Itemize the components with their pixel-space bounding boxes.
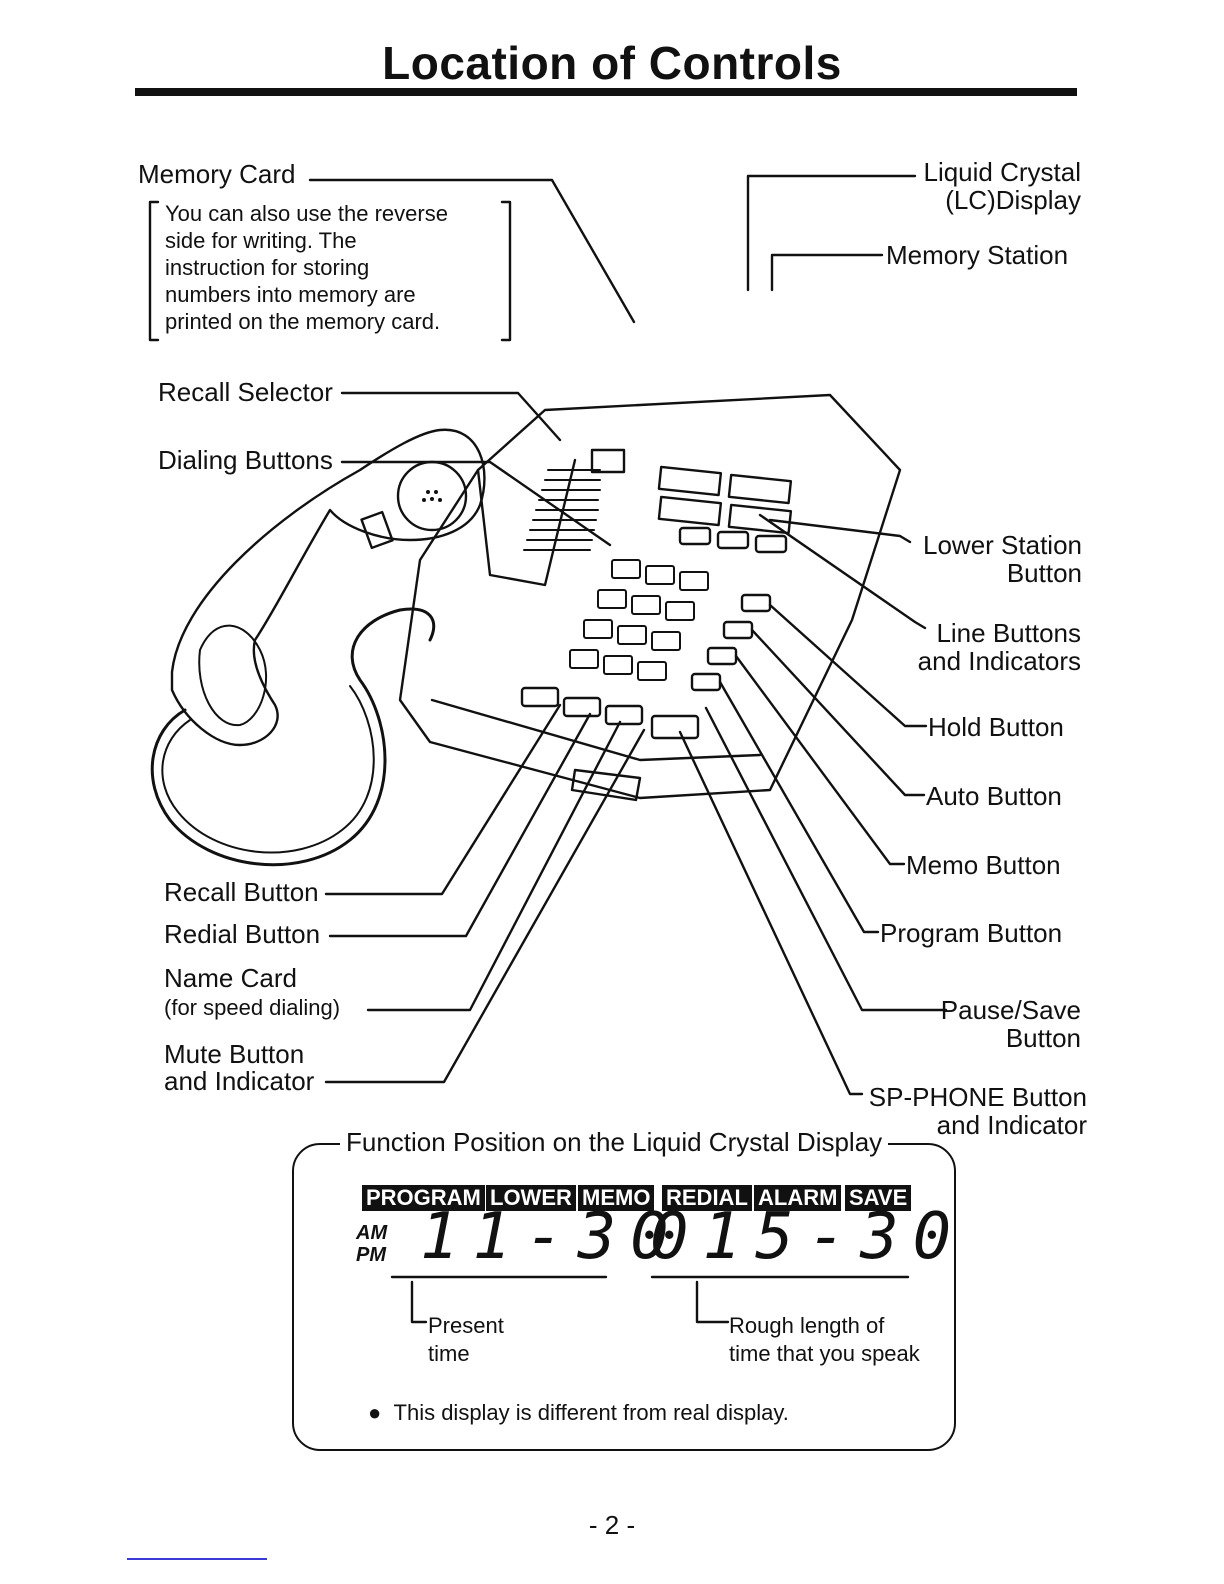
note-line: You can also use the reverse: [165, 201, 448, 226]
line-buttons-label-line2: and Indicators: [917, 646, 1081, 676]
lcd-am-indicator: AM: [356, 1222, 388, 1244]
rough-length-label: Rough length of time that you speak: [729, 1312, 920, 1368]
line-buttons-label: Line Buttons and Indicators: [918, 619, 1081, 675]
lcd-speak-time-digits: 015-30: [650, 1200, 966, 1274]
present-time-label-line2: time: [428, 1341, 470, 1366]
sp-phone-label-line2: and Indicator: [936, 1110, 1087, 1140]
display-note: ● This display is different from real di…: [368, 1400, 789, 1426]
note-line: printed on the memory card.: [165, 309, 441, 334]
lcd-present-time-digits: 11-30: [420, 1200, 683, 1274]
memory-card-note: You can also use the reverse side for wr…: [165, 200, 495, 335]
title-rule: [135, 88, 1077, 96]
lcd-tag-alarm: ALARM: [754, 1185, 842, 1211]
dialing-buttons-label: Dialing Buttons: [158, 445, 333, 475]
hold-button-label: Hold Button: [928, 712, 1064, 742]
pause-save-label-line2: Button: [1005, 1023, 1081, 1053]
memory-card-label: Memory Card: [138, 159, 296, 189]
pause-save-label-line1: Pause/Save: [940, 995, 1081, 1025]
present-time-label: Present time: [428, 1312, 504, 1368]
lcd-tag-redial: REDIAL: [662, 1185, 752, 1211]
note-line: side for writing. The: [165, 228, 357, 253]
bullet-icon: ●: [368, 1400, 394, 1425]
name-card-sub-label: (for speed dialing): [164, 995, 341, 1020]
display-note-text: This display is different from real disp…: [393, 1400, 789, 1425]
auto-button-label: Auto Button: [926, 781, 1062, 811]
page-title: Location of Controls: [382, 37, 842, 89]
mute-indicator-label: and Indicator: [164, 1066, 315, 1096]
lc-display-label-line1: Liquid Crystal: [923, 157, 1081, 187]
program-button-label: Program Button: [880, 918, 1063, 948]
recall-selector-label: Recall Selector: [158, 377, 333, 407]
lcd-tag-program: PROGRAM: [362, 1185, 485, 1211]
rough-length-label-line1: Rough length of: [729, 1313, 885, 1338]
lc-display-label: Liquid Crystal (LC)Display: [923, 158, 1081, 214]
pause-save-label: Pause/Save Button: [941, 996, 1081, 1052]
lcd-tag-memo: MEMO: [578, 1185, 655, 1211]
present-time-label-line1: Present: [428, 1313, 504, 1338]
lower-station-label-line2: Button: [1006, 558, 1082, 588]
lcd-tag-save: SAVE: [845, 1185, 912, 1211]
lcd-panel-heading: Function Position on the Liquid Crystal …: [340, 1127, 889, 1158]
sp-phone-label-line1: SP-PHONE Button: [868, 1082, 1087, 1112]
footer-link-line: [127, 1558, 267, 1560]
rough-length-label-line2: time that you speak: [729, 1341, 920, 1366]
lower-station-label: Lower Station Button: [923, 531, 1082, 587]
note-line: numbers into memory are: [165, 282, 416, 307]
lower-station-label-line1: Lower Station: [923, 530, 1082, 560]
memory-station-label: Memory Station: [886, 240, 1069, 270]
lcd-tag-lower: LOWER: [486, 1185, 576, 1211]
redial-button-label: Redial Button: [164, 919, 321, 949]
lcd-pm-indicator: PM: [356, 1244, 386, 1266]
note-line: instruction for storing: [165, 255, 370, 280]
recall-button-label: Recall Button: [164, 877, 319, 907]
lc-display-label-line2: (LC)Display: [945, 185, 1081, 215]
memo-button-label: Memo Button: [906, 850, 1061, 880]
sp-phone-label: SP-PHONE Button and Indicator: [869, 1083, 1087, 1139]
name-card-label: Name Card: [164, 963, 297, 993]
mute-button-label: Mute Button: [164, 1039, 305, 1069]
line-buttons-label-line1: Line Buttons: [936, 618, 1081, 648]
page-number: - 2 -: [588, 1510, 636, 1540]
